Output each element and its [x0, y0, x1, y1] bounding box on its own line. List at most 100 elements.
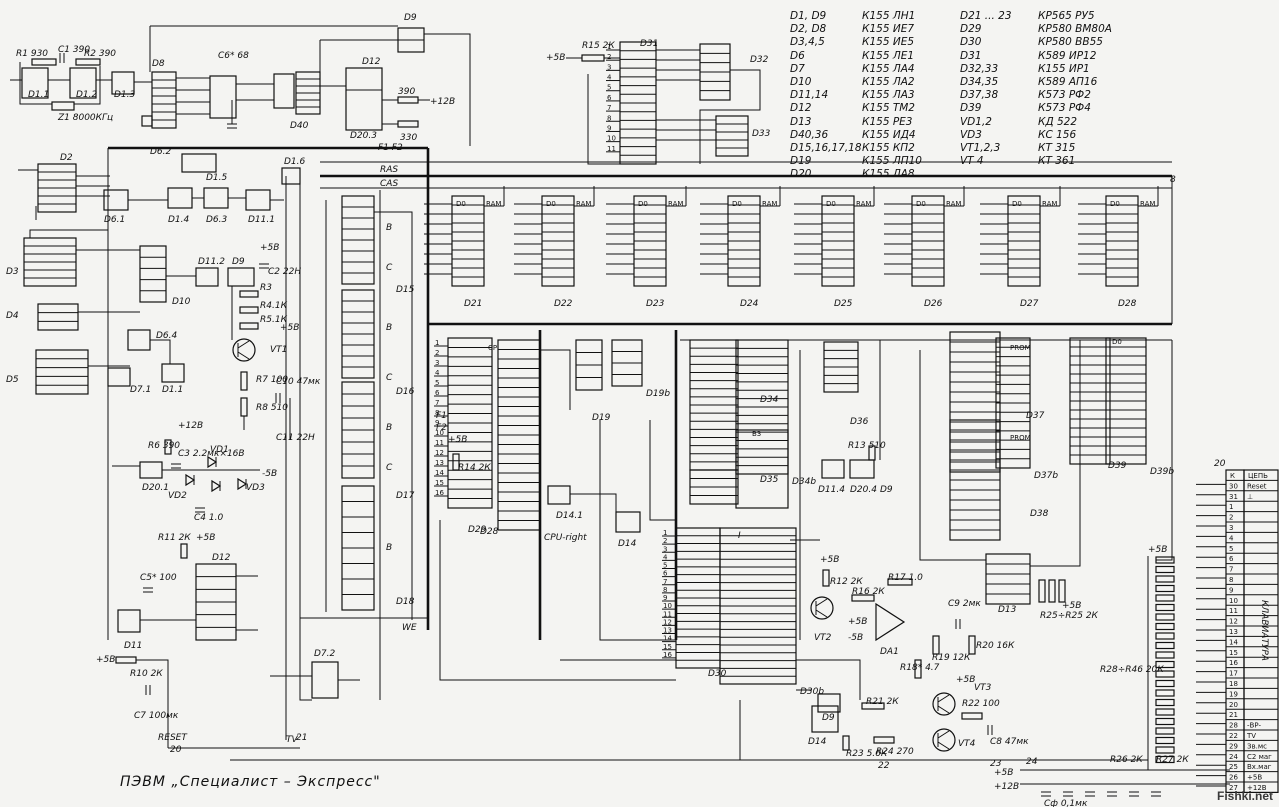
pin-d0: D0	[732, 200, 742, 208]
pin-number: 10	[663, 602, 672, 610]
chip-d35-right	[735, 429, 789, 509]
resistor-r24	[873, 736, 895, 744]
chip-label-d15: D15	[396, 285, 415, 295]
parts-cell: К155 ИР1	[1038, 62, 1090, 75]
label-r22: R22 100	[962, 699, 1000, 709]
resistor-ladder	[1155, 622, 1175, 631]
resistor-r14	[452, 453, 460, 471]
label-vt3: VT3	[974, 683, 992, 693]
connector-pin-number: 17	[1229, 670, 1238, 678]
pin-number: 11	[663, 610, 672, 618]
label-r8: R8 510	[256, 403, 288, 413]
pin-b3: B3	[752, 430, 761, 438]
wire	[540, 349, 571, 410]
parts-cell: К155 РЕ3	[862, 115, 913, 128]
chip-d1-1b	[161, 363, 185, 383]
pin-number: 1	[435, 339, 439, 347]
connector-pin-number: 2	[1229, 514, 1233, 522]
pin-number: 10	[435, 429, 444, 437]
schematic-title: ПЭВМ „Специалист – Экспресс"	[120, 774, 381, 790]
label-d6-2: D6.2	[150, 147, 172, 157]
connector-signal-col	[1243, 469, 1279, 793]
pin-ram: RAM	[856, 200, 871, 208]
mux-c-3: C	[386, 463, 393, 473]
label-c4: C4 1.0	[194, 513, 223, 523]
resistor-r21	[861, 702, 885, 710]
label-d1-5: D1.5	[206, 173, 228, 183]
chip-label-d30: D30	[708, 669, 727, 679]
mux-b-4: B	[386, 543, 392, 553]
chip-label-d16: D16	[396, 387, 415, 397]
connector-pin-number: 3	[1229, 524, 1233, 532]
parts-cell: К573 РФ4	[1038, 102, 1091, 115]
chip-label-d39: D39	[1108, 461, 1127, 471]
parts-cell: D10	[790, 75, 812, 88]
parts-cell: D20	[790, 168, 812, 181]
resistor-r11	[180, 543, 188, 559]
connector-pin-signal: -ВР-	[1247, 722, 1262, 730]
pin-number: 7	[435, 399, 439, 407]
label-c2: C2 22Н	[268, 267, 301, 277]
parts-cell: D21 ... 23	[960, 10, 1012, 22]
label-vt4: VT4	[958, 739, 976, 749]
pin-ram: RAM	[762, 200, 777, 208]
resistor-r25b	[1048, 579, 1056, 603]
label-d1-1: D1.1	[28, 90, 49, 100]
pin-number: 12	[435, 449, 444, 457]
chip-label-d31: D31	[640, 39, 658, 49]
pin-prom-37: PROM	[1010, 344, 1031, 352]
wire	[599, 420, 676, 641]
transistor-lead	[937, 694, 950, 703]
label-d1-1b: D1.1	[162, 385, 183, 395]
label-r6: R6 390	[148, 441, 180, 451]
connector-pin-signal: C2 маг	[1247, 753, 1272, 761]
transistor-lead	[237, 351, 250, 360]
keyboard-label: КЛАВИАТУРА	[1259, 600, 1269, 661]
label-d1-6: D1.6	[284, 157, 306, 167]
resistor-r7	[240, 371, 248, 391]
chip-d11-1	[245, 189, 271, 211]
label-c5: C5* 100	[140, 573, 177, 583]
pin-number: 14	[435, 469, 444, 477]
connector-pin-signal: TV	[1246, 732, 1256, 740]
parts-cell: К155 ЛН1	[862, 10, 916, 22]
pin-number: 14	[663, 635, 672, 643]
label-r4: R4.1К	[260, 301, 288, 311]
chip-d20-1	[139, 461, 163, 479]
label-c6: C6* 68	[218, 51, 249, 61]
connector-pin-number: 5	[1229, 545, 1233, 553]
chip-d1-1	[21, 67, 49, 99]
resistor-ladder	[1155, 736, 1175, 745]
connector-header-k: К	[1230, 472, 1235, 480]
connector-pin-signal: Вх.маг	[1247, 763, 1272, 771]
label-tv: TV	[286, 735, 298, 745]
pin-number: 15	[663, 643, 672, 651]
parts-cell: D40,36	[790, 128, 829, 141]
resistor-ladder	[1155, 641, 1175, 650]
pin-number: 8	[663, 586, 667, 594]
connector-pin-number: 6	[1229, 555, 1234, 563]
pin-number: 9	[435, 419, 439, 427]
parts-cell: D12	[790, 102, 812, 115]
label-d6-3: D6.3	[206, 215, 228, 225]
label-d7-1: D7.1	[130, 385, 151, 395]
label-d1-3: D1.3	[114, 90, 136, 100]
pin-number: 6	[435, 389, 440, 397]
resistor-r5	[239, 322, 259, 330]
connector-pin-number: 7	[1229, 566, 1233, 574]
label-r2: R2 390	[84, 49, 116, 59]
chip-label-d23: D23	[646, 299, 665, 309]
connector-pin-number: 30	[1229, 482, 1238, 490]
wire	[150, 339, 171, 364]
label-p5v-da1: +5В	[848, 617, 867, 627]
label-p5v-r11: +5В	[196, 533, 215, 543]
transistor-vt2	[810, 596, 834, 620]
label-d11-1: D11.1	[248, 215, 275, 225]
label-we: WE	[402, 623, 417, 633]
resistor-r25c	[1058, 579, 1066, 603]
resistor-ladder	[1155, 755, 1175, 764]
label-p5v-r12: +5В	[820, 555, 839, 565]
resistor-ladder	[1155, 603, 1175, 612]
